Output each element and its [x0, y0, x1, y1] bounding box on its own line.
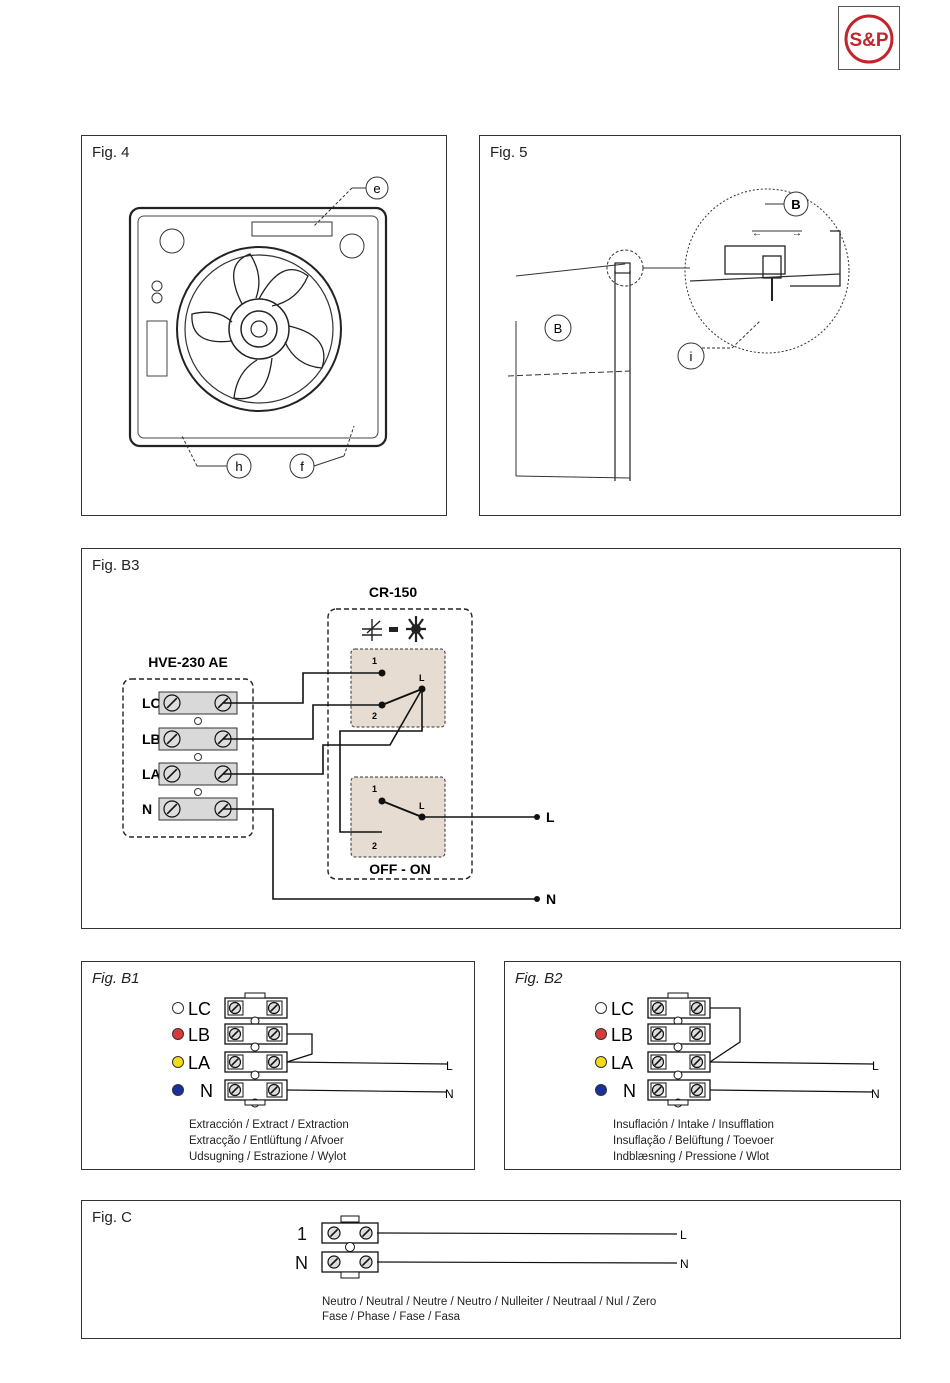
wiring [223, 672, 537, 900]
figB1-label: Fig. B1 [92, 970, 140, 987]
sw2-pin2: 2 [372, 841, 377, 851]
c-caption-1: Neutro / Neutral / Neutre / Neutro / Nul… [322, 1296, 656, 1308]
c-line-L: L [680, 1228, 687, 1242]
b1-terminal-lc: LC [188, 999, 211, 1019]
b2-terminal-la: LA [611, 1053, 633, 1073]
svg-text:←: ← [752, 228, 762, 239]
sp-logo: S&P [838, 6, 900, 70]
b1-line-L: L [446, 1059, 453, 1073]
figB1-wiring-diagram: LC LB LA N L N Extracción / Extract / Extra… [172, 992, 454, 1163]
b2-caption-1: Insuflación / Intake / Insufflation [613, 1119, 774, 1131]
b1-dot-lc [172, 1002, 184, 1014]
b2-terminal-lb: LB [611, 1025, 633, 1045]
callout-i: i [690, 349, 693, 364]
fig5-label: Fig. 5 [490, 144, 528, 161]
figB2-panel: Fig. B2 LC LB LA N L N Insuflación / Intake… [504, 961, 901, 1170]
figB3-panel: Fig. B3 CR-150 HVE-230 AE 1 2 L [81, 548, 901, 929]
sw2-pinL: L [419, 801, 425, 811]
fan-blades [191, 253, 325, 400]
sw1-pin1: 1 [372, 656, 377, 666]
c-term-1: 1 [297, 1224, 307, 1244]
b3-terminal-la: LA [142, 766, 161, 782]
controller-title: CR-150 [369, 584, 417, 600]
line-L-label: L [546, 809, 555, 825]
logo-text: S&P [849, 30, 888, 51]
b2-line-L: L [872, 1059, 879, 1073]
b1-line-N: N [445, 1087, 454, 1101]
figC-wiring-diagram: 1 N L N Neutro / Neutral / Neutre / Neut… [295, 1215, 689, 1323]
fig5-mount-drawing: ← → B B i [507, 188, 850, 481]
b2-dot-n [595, 1084, 607, 1096]
callout-f: f [300, 459, 304, 474]
line-N-label: N [546, 891, 556, 907]
figB3-label: Fig. B3 [92, 557, 140, 574]
controller-box [327, 608, 473, 880]
svg-text:→: → [792, 228, 802, 239]
fig5-panel: Fig. 5 ← → B B i [479, 135, 901, 516]
c-term-N: N [295, 1253, 308, 1273]
b1-dot-lb [172, 1028, 184, 1040]
b2-dot-lb [595, 1028, 607, 1040]
unit-terminal-block: LC LB LA N [142, 691, 238, 821]
unit-title: HVE-230 AE [148, 654, 228, 670]
b1-dot-n [172, 1084, 184, 1096]
b2-dot-lc [595, 1002, 607, 1014]
b1-terminal-la: LA [188, 1053, 210, 1073]
figB2-label: Fig. B2 [515, 970, 563, 987]
b1-caption-2: Extracção / Entlüftung / Afvoer [189, 1135, 344, 1147]
b1-caption-1: Extracción / Extract / Extraction [189, 1119, 349, 1131]
callout-e: e [373, 181, 380, 196]
figB2-wiring-diagram: LC LB LA N L N Insuflación / Intake / Insuf… [595, 992, 880, 1163]
sw2-pin1: 1 [372, 784, 377, 794]
b1-dot-la [172, 1056, 184, 1068]
onoff-switch-block [350, 776, 446, 858]
b2-line-N: N [871, 1087, 880, 1101]
b3-terminal-n: N [142, 801, 152, 817]
b2-terminal-lc: LC [611, 999, 634, 1019]
sensor-switch-block [350, 648, 446, 728]
c-line-N: N [680, 1257, 689, 1271]
b1-terminal-n: N [200, 1081, 213, 1101]
unit-box [122, 678, 254, 838]
fig4-fan-drawing: e h f [128, 176, 389, 479]
sp-logo-mark: S&P [844, 14, 894, 64]
b2-caption-3: Indblæsning / Pressione / Wlot [613, 1151, 770, 1163]
fig4-panel: Fig. 4 e h [81, 135, 447, 516]
b3-terminal-lb: LB [142, 731, 161, 747]
fig4-label: Fig. 4 [92, 144, 130, 161]
switch-caption: OFF - ON [369, 861, 430, 877]
b3-terminal-lc: LC [142, 695, 161, 711]
b1-terminal-lb: LB [188, 1025, 210, 1045]
callout-b-panel: B [554, 321, 563, 336]
b2-caption-2: Insuflação / Belüftung / Toevoer [613, 1135, 774, 1147]
callout-h: h [235, 459, 242, 474]
light-sensor-icon [362, 616, 426, 642]
figC-panel: Fig. C 1 N L N Neutro / Neutral / Neutre… [81, 1200, 901, 1339]
callout-b-top: B [791, 197, 800, 212]
sw1-pin2: 2 [372, 711, 377, 721]
figB3-wiring-diagram: CR-150 HVE-230 AE 1 2 L [122, 584, 556, 907]
figC-label: Fig. C [92, 1209, 133, 1226]
figB1-panel: Fig. B1 LC LB LA N L N Extracción / Extract… [81, 961, 475, 1170]
c-caption-2: Fase / Phase / Fase / Fasa [322, 1311, 461, 1323]
c-terminal-block [321, 1215, 379, 1279]
sw1-pinL: L [419, 673, 425, 683]
b1-caption-3: Udsugning / Estrazione / Wylot [189, 1151, 347, 1163]
b2-terminal-n: N [623, 1081, 636, 1101]
b2-dot-la [595, 1056, 607, 1068]
